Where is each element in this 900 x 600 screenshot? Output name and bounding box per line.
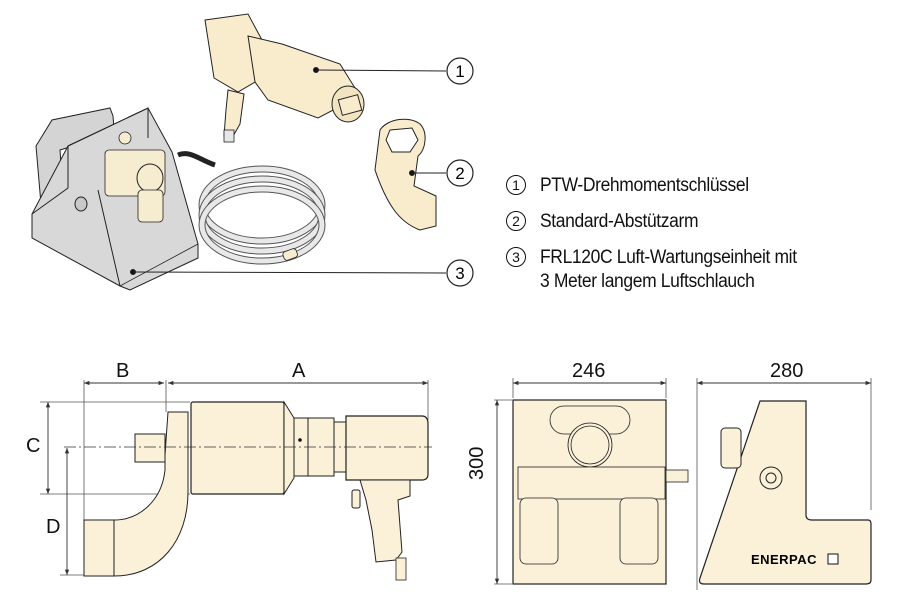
dim-label-side-width: 280 — [770, 360, 804, 382]
dim-label-d: D — [46, 516, 61, 538]
air-hose-illustration — [177, 151, 326, 265]
legend-number-1: 1 — [506, 175, 526, 195]
callout-2: 2 — [446, 159, 474, 187]
callout-1: 1 — [446, 57, 474, 85]
legend-label-3-line2: 3 Meter langem Luftschlauch — [540, 271, 755, 292]
enerpac-logo: ENERPAC — [751, 552, 817, 567]
legend-label-3: FRL120C Luft-Wartungseinheit mit — [540, 247, 797, 268]
callout-leaders — [130, 67, 447, 275]
dim-label-c: C — [26, 435, 41, 457]
legend-label-1: PTW-Drehmomentschlüssel — [540, 175, 749, 196]
frl-stand-illustration — [31, 107, 199, 291]
svg-text:3: 3 — [455, 264, 464, 283]
legend-item-3: 3 FRL120C Luft-Wartungseinheit mit 3 Met… — [506, 246, 886, 294]
legend-label-2: Standard-Abstützarm — [540, 211, 699, 232]
legend-number-3: 3 — [506, 247, 526, 267]
dim-label-b: B — [116, 360, 130, 382]
tool-side-view — [40, 380, 432, 581]
legend-item-1: 1 PTW-Drehmomentschlüssel — [506, 174, 886, 198]
legend-text-3: FRL120C Luft-Wartungseinheit mit 3 Meter… — [540, 246, 797, 294]
parts-legend: 1 PTW-Drehmomentschlüssel 2 Standard-Abs… — [506, 174, 886, 306]
dim-label-height: 300 — [466, 446, 488, 480]
svg-text:1: 1 — [455, 62, 464, 81]
callout-3: 3 — [446, 259, 474, 287]
frl-front-view — [494, 378, 689, 585]
torque-wrench-illustration — [204, 13, 365, 143]
frl-side-view: ENERPAC — [696, 378, 872, 590]
svg-text:2: 2 — [455, 164, 464, 183]
legend-item-2: 2 Standard-Abstützarm — [506, 210, 886, 234]
reaction-arm-illustration — [374, 118, 437, 231]
dim-label-a: A — [292, 360, 306, 382]
dim-label-front-width: 246 — [572, 360, 606, 382]
legend-number-2: 2 — [506, 211, 526, 231]
